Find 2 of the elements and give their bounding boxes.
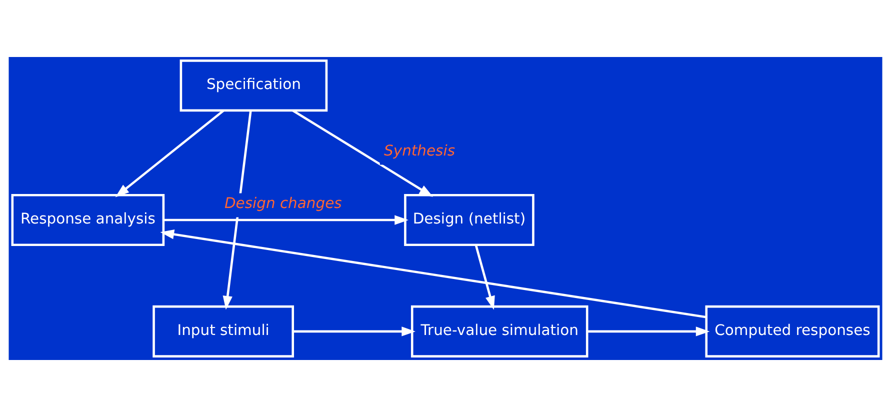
edge-label: Design changes — [224, 194, 342, 212]
edge-label: Synthesis — [384, 142, 455, 160]
